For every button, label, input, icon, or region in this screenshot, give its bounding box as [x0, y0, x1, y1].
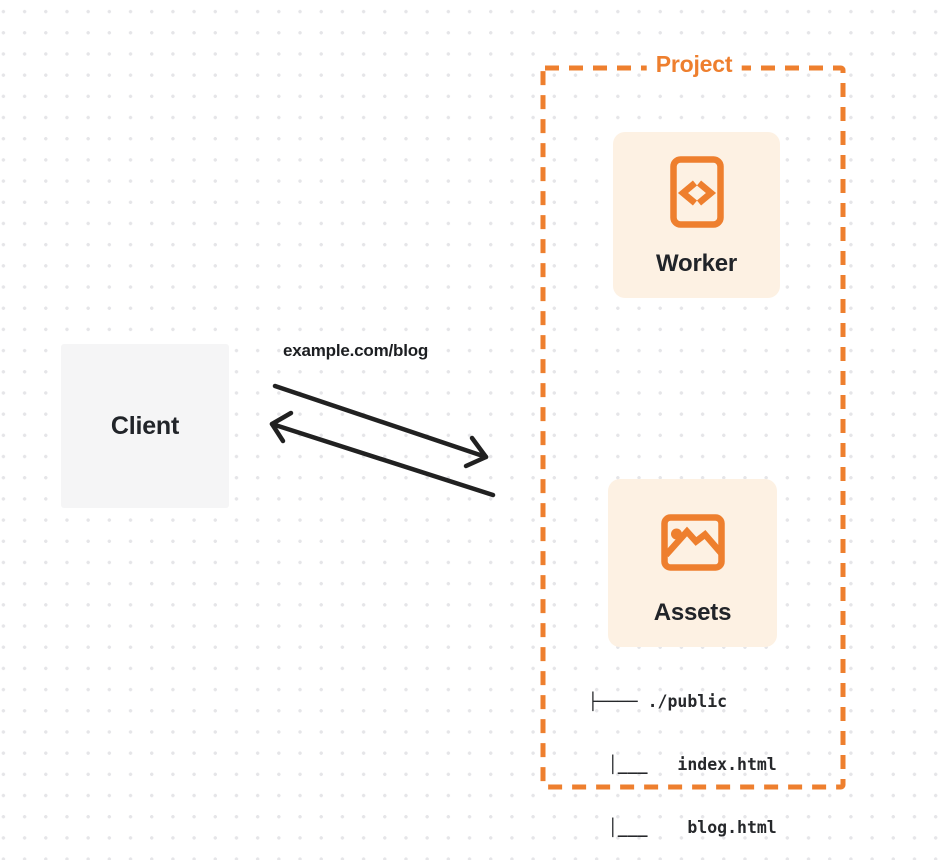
request-arrow-line	[272, 383, 489, 460]
response-arrow-head	[269, 410, 294, 444]
file-tree-line-index: │___ index.html	[588, 755, 777, 774]
client-node: Client	[61, 344, 229, 508]
assets-label: Assets	[653, 599, 732, 626]
request-url-label: example.com/blog	[283, 341, 429, 360]
assets-file-tree: ├──── ./public │___ index.html │___ blog…	[588, 649, 777, 860]
code-file-icon	[669, 156, 724, 228]
worker-label: Worker	[655, 250, 738, 277]
image-icon	[660, 514, 725, 571]
file-tree-line-public: ├──── ./public	[588, 692, 728, 711]
response-arrow-line	[269, 421, 496, 498]
request-arrow-head	[463, 435, 489, 469]
file-tree-line-blog: │___ blog.html	[588, 818, 777, 837]
worker-node: Worker	[613, 132, 780, 298]
client-label: Client	[110, 411, 180, 440]
project-label: Project	[646, 51, 742, 78]
assets-node: Assets	[608, 479, 777, 647]
